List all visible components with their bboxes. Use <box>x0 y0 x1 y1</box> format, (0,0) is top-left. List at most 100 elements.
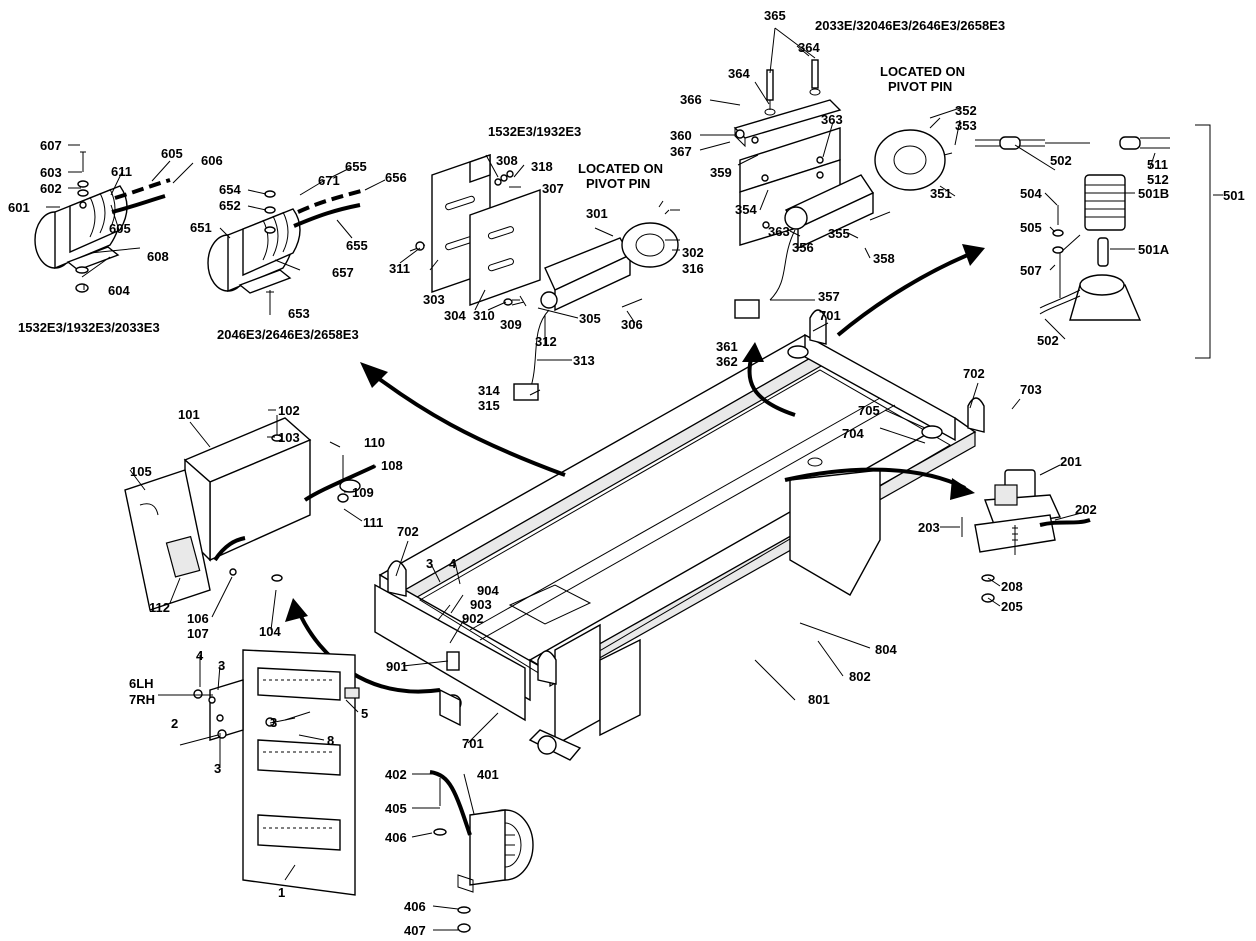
callout-203: 203 <box>918 520 940 535</box>
callout-112: 112 <box>149 600 170 615</box>
callout-107: 107 <box>187 626 209 641</box>
callout-311: 311 <box>389 261 410 276</box>
junction-box <box>124 415 376 611</box>
callout-6LH: 6LH <box>129 676 154 691</box>
callout-505: 505 <box>1020 220 1042 235</box>
model-label-switch-left: 1532E3/1932E3 <box>488 124 581 139</box>
callout-604: 604 <box>108 283 130 298</box>
callout-608: 608 <box>147 249 169 264</box>
callout-353: 353 <box>955 118 977 133</box>
step-ladder <box>179 649 360 896</box>
callout-601: 601 <box>8 200 30 215</box>
callout-501A: 501A <box>1138 242 1170 257</box>
callout-3-frame: 3 <box>426 556 433 571</box>
callout-318: 318 <box>531 159 553 174</box>
callout-315: 315 <box>478 398 500 413</box>
callout-656: 656 <box>385 170 407 185</box>
callout-501: 501 <box>1223 188 1245 203</box>
callout-652: 652 <box>219 198 241 213</box>
callout-703: 703 <box>1020 382 1042 397</box>
callout-651: 651 <box>190 220 212 235</box>
callout-201: 201 <box>1060 454 1082 469</box>
callout-702-left: 702 <box>397 524 419 539</box>
callout-361: 361 <box>716 339 738 354</box>
callout-671: 671 <box>318 173 340 188</box>
main-frame <box>374 309 985 761</box>
callout-305: 305 <box>579 311 601 326</box>
callout-365: 365 <box>764 8 786 23</box>
callout-102: 102 <box>278 403 300 418</box>
callout-407: 407 <box>404 923 426 938</box>
callout-314: 314 <box>478 383 500 398</box>
callout-607: 607 <box>40 138 62 153</box>
callout-104: 104 <box>259 624 281 639</box>
beacon-left <box>34 151 171 293</box>
callout-110: 110 <box>364 435 385 450</box>
beacon-right <box>207 188 366 315</box>
callout-655-upper: 655 <box>345 159 367 174</box>
callout-304: 304 <box>444 308 466 323</box>
callout-901: 901 <box>386 659 408 674</box>
callout-512: 512 <box>1147 172 1169 187</box>
callout-303: 303 <box>423 292 445 307</box>
callout-301: 301 <box>586 206 608 221</box>
callout-111: 111 <box>363 515 383 530</box>
callout-316: 316 <box>682 261 704 276</box>
pivot-note-left-line1: LOCATED ON <box>578 161 663 176</box>
callout-511: 511 <box>1147 157 1168 172</box>
callout-605-lower: 605 <box>109 221 131 236</box>
callout-801: 801 <box>808 692 830 707</box>
motor-assembly <box>961 469 1091 603</box>
callout-numbers: 607 603 602 601 611 605 606 605 608 604 … <box>8 8 1245 938</box>
callout-611: 611 <box>111 164 132 179</box>
callout-310: 310 <box>473 308 495 323</box>
callout-401: 401 <box>477 767 499 782</box>
callout-358: 358 <box>873 251 895 266</box>
callout-502-bottom: 502 <box>1037 333 1059 348</box>
model-labels: 1532E3/1932E3/2033E3 2046E3/2646E3/2658E… <box>18 18 1005 342</box>
callout-105: 105 <box>130 464 152 479</box>
callout-363-upper: 363 <box>821 112 843 127</box>
callout-705: 705 <box>858 403 880 418</box>
callout-302: 302 <box>682 245 704 260</box>
horn-assembly <box>429 770 534 933</box>
callout-202: 202 <box>1075 502 1097 517</box>
callout-367: 367 <box>670 144 692 159</box>
callout-402: 402 <box>385 767 407 782</box>
callout-804: 804 <box>875 642 897 657</box>
callout-701-right: 701 <box>819 308 841 323</box>
leader-lines <box>46 27 1223 931</box>
switch-assembly-left <box>409 154 680 401</box>
callout-655-lower: 655 <box>346 238 368 253</box>
callout-3-ladder-mid: 3 <box>270 715 277 730</box>
callout-902: 902 <box>462 611 484 626</box>
callout-7RH: 7RH <box>129 692 155 707</box>
callout-308: 308 <box>496 153 518 168</box>
callout-106: 106 <box>187 611 209 626</box>
callout-366: 366 <box>680 92 702 107</box>
arrow-to-upper-switch <box>747 354 796 417</box>
callout-109: 109 <box>352 485 374 500</box>
callout-605-upper: 605 <box>161 146 183 161</box>
callout-355: 355 <box>828 226 850 241</box>
callout-3-ladder-top: 3 <box>218 658 225 673</box>
callout-504: 504 <box>1020 186 1042 201</box>
callout-602: 602 <box>40 181 62 196</box>
callout-362: 362 <box>716 354 738 369</box>
callout-702-right: 702 <box>963 366 985 381</box>
model-label-beacon-right: 2046E3/2646E3/2658E3 <box>217 327 359 342</box>
callout-704: 704 <box>842 426 864 441</box>
callout-364-left: 364 <box>728 66 750 81</box>
callout-502-top: 502 <box>1050 153 1072 168</box>
callout-309: 309 <box>500 317 522 332</box>
callout-364-right: 364 <box>798 40 820 55</box>
model-label-beacon-left: 1532E3/1932E3/2033E3 <box>18 320 160 335</box>
callout-5: 5 <box>361 706 368 721</box>
callout-357: 357 <box>818 289 840 304</box>
callout-405: 405 <box>385 801 407 816</box>
callout-108: 108 <box>381 458 403 473</box>
callout-360: 360 <box>670 128 692 143</box>
callout-306: 306 <box>621 317 643 332</box>
callout-307: 307 <box>542 181 564 196</box>
